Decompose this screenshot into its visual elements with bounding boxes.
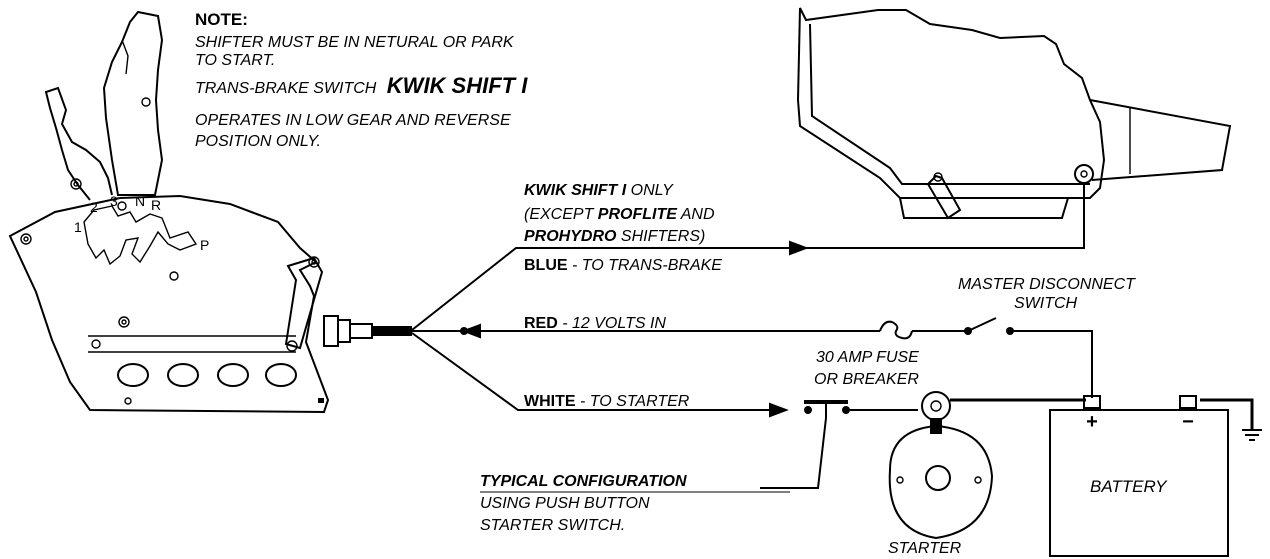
ground-cable bbox=[1200, 398, 1254, 430]
shift-arm bbox=[926, 174, 962, 220]
battery-post-positive bbox=[1083, 395, 1101, 409]
battery-positive-symbol: + bbox=[1086, 411, 1098, 433]
transmission-case bbox=[796, 7, 1106, 199]
kwik-note-prohydro: PROHYDRO bbox=[524, 228, 617, 245]
kwik-note-brand: KWIK SHIFT I bbox=[524, 182, 627, 199]
battery-label: BATTERY bbox=[1090, 477, 1168, 496]
master-switch-blade bbox=[967, 317, 997, 332]
starter-label: STARTER bbox=[888, 540, 962, 557]
starter-solenoid bbox=[921, 391, 951, 421]
kwik-note-and: AND bbox=[677, 206, 715, 223]
kwik-note-except: (EXCEPT bbox=[524, 206, 598, 223]
shifter: 1 2 3 N R P bbox=[8, 10, 412, 414]
push-button-switch bbox=[760, 400, 850, 489]
tailshaft bbox=[1089, 99, 1232, 181]
master-switch-label-2: SWITCH bbox=[1014, 295, 1078, 312]
note-line-1: SHIFTER MUST BE IN NETURAL OR PARK bbox=[195, 34, 515, 51]
shifter-gate bbox=[83, 205, 198, 266]
red-wire-to-battery bbox=[1010, 330, 1093, 398]
shifter-handle-inner bbox=[121, 39, 129, 75]
starter-center bbox=[925, 465, 951, 491]
starter-body bbox=[888, 424, 994, 540]
fuse-label-2: OR BREAKER bbox=[814, 371, 919, 388]
blue-wire bbox=[411, 247, 790, 331]
note-line-5: POSITION ONLY. bbox=[195, 133, 321, 150]
transmission-inner-edge bbox=[809, 23, 1090, 185]
kwik-note-only: ONLY bbox=[626, 182, 674, 199]
gate-label-r: R bbox=[151, 197, 161, 213]
note-line-3: TRANS-BRAKE SWITCH KWIK SHIFT I bbox=[195, 73, 528, 98]
note-block: NOTE: SHIFTER MUST BE IN NETURAL OR PARK… bbox=[195, 10, 528, 150]
config-leader bbox=[760, 417, 827, 489]
wires bbox=[411, 183, 1262, 441]
gate-label-n: N bbox=[135, 193, 145, 209]
oil-pan bbox=[899, 197, 1069, 219]
blue-wire-to-trans bbox=[806, 183, 1085, 249]
shifter-link-arm bbox=[284, 256, 324, 350]
note-heading: NOTE: bbox=[195, 10, 248, 29]
svg-text:(EXCEPT PROFLITE AND: (EXCEPT PROFLITE AND bbox=[524, 206, 715, 223]
fuse-symbol bbox=[879, 320, 913, 340]
shifter-plate bbox=[8, 194, 330, 414]
battery-negative-symbol: − bbox=[1182, 411, 1194, 433]
svg-text:PROHYDRO SHIFTERS): PROHYDRO SHIFTERS) bbox=[524, 228, 705, 245]
kwik-shift-note: KWIK SHIFT I ONLY (EXCEPT PROFLITE AND P… bbox=[524, 182, 715, 245]
gate-label-2: 2 bbox=[90, 199, 98, 215]
connector-boot bbox=[349, 323, 373, 339]
note-line-3-prefix: TRANS-BRAKE SWITCH bbox=[195, 80, 377, 97]
shift-arm-bolt bbox=[933, 172, 943, 182]
config-line-3: STARTER SWITCH. bbox=[480, 517, 625, 534]
gate-label-3: 3 bbox=[110, 193, 118, 209]
red-wire-label: RED - 12 VOLTS IN bbox=[524, 315, 666, 332]
kwik-note-proflite: PROFLITE bbox=[598, 206, 678, 223]
fuse-label-1: 30 AMP FUSE bbox=[816, 349, 919, 366]
kwik-note-shifters: SHIFTERS) bbox=[616, 228, 705, 245]
blue-wire-label: BLUE - TO TRANS-BRAKE bbox=[524, 257, 722, 274]
gate-label-p: P bbox=[200, 237, 209, 253]
note-line-4: OPERATES IN LOW GEAR AND REVERSE bbox=[195, 112, 511, 129]
connector-body bbox=[323, 315, 339, 347]
white-wire-label: WHITE - TO STARTER bbox=[524, 393, 690, 410]
shifter-bolts bbox=[20, 97, 320, 405]
wire-dots bbox=[460, 327, 1014, 335]
white-wire bbox=[411, 332, 770, 411]
shifter-handle bbox=[102, 10, 164, 196]
note-brand: KWIK SHIFT I bbox=[387, 73, 528, 98]
note-line-2: TO START. bbox=[195, 52, 275, 69]
gate-label-1: 1 bbox=[74, 219, 82, 235]
battery: + − bbox=[1049, 395, 1229, 557]
config-line-2: USING PUSH BUTTON bbox=[480, 495, 650, 512]
battery-post-negative bbox=[1179, 395, 1197, 409]
battery-case bbox=[1049, 409, 1229, 557]
config-title: TYPICAL CONFIGURATION bbox=[480, 473, 687, 490]
shifter-trigger bbox=[44, 86, 113, 201]
svg-text:KWIK SHIFT I ONLY: KWIK SHIFT I ONLY bbox=[524, 182, 674, 199]
transmission bbox=[796, 7, 1232, 220]
master-switch-label-1: MASTER DISCONNECT bbox=[958, 276, 1136, 293]
shifter-cutouts bbox=[117, 363, 297, 387]
connector-nut bbox=[337, 319, 351, 343]
starter bbox=[888, 391, 994, 540]
trans-brake-port bbox=[1074, 164, 1094, 184]
wire-harness bbox=[372, 326, 412, 336]
shifter-rivet bbox=[318, 398, 324, 403]
typical-configuration-note: TYPICAL CONFIGURATION USING PUSH BUTTON … bbox=[480, 473, 790, 534]
